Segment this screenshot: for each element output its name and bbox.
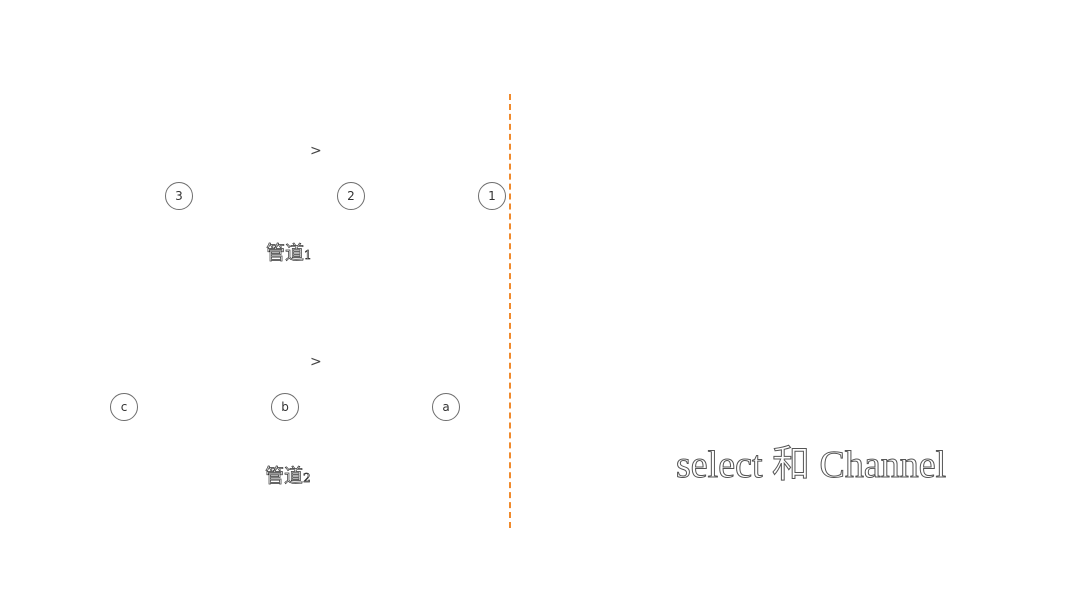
pipeline-1-label-text: 管道 [266, 242, 305, 264]
pipeline-1-node-1: 1 [478, 182, 506, 210]
pipeline-1-label-number: 1 [304, 248, 312, 262]
pipeline-1-label: 管道1 [266, 242, 312, 264]
slide-title: select 和 Channel [675, 444, 947, 487]
pipeline-1-node-2: 2 [337, 182, 365, 210]
pipeline-2-label-text: 管道 [265, 465, 304, 487]
pipeline-2-direction-arrow: > [310, 354, 322, 370]
pipeline-2-label: 管道2 [265, 465, 311, 487]
pipeline-2-label-number: 2 [303, 471, 311, 485]
pipeline-2-node-a: a [432, 393, 460, 421]
pipeline-2-node-c: c [110, 393, 138, 421]
pipeline-1-direction-arrow: > [310, 143, 322, 159]
dashed-divider [509, 94, 511, 528]
pipeline-1-node-3: 3 [165, 182, 193, 210]
pipeline-2-node-b: b [271, 393, 299, 421]
